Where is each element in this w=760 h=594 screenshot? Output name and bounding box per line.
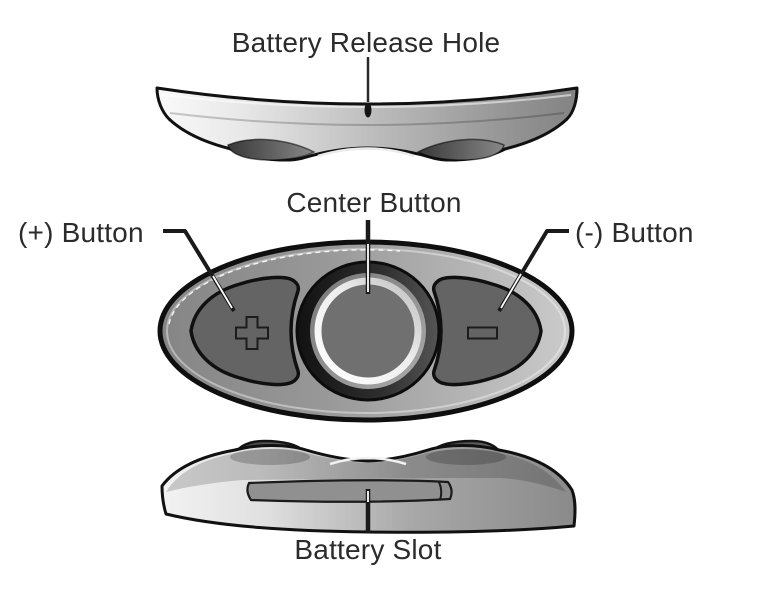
battery-slot — [246, 479, 453, 503]
minus-button-label: (-) Button — [575, 217, 694, 248]
top-cover-illustration — [155, 57, 579, 162]
top-cover-crease — [169, 112, 565, 126]
plus-button-leader-core — [212, 275, 233, 309]
minus-button-leader-core — [500, 273, 522, 309]
battery-slot-label: Battery Slot — [294, 534, 442, 565]
top-cover-arch-highlight — [317, 147, 415, 158]
center-button — [314, 277, 422, 385]
bottom-cover-arch-highlight — [329, 456, 407, 466]
plus-button-label: (+) Button — [18, 217, 144, 248]
minus-icon — [467, 326, 498, 340]
battery-release-hole-label: Battery Release Hole — [231, 27, 501, 58]
top-cover-right-foot — [416, 138, 505, 161]
top-cover-left-foot — [227, 138, 316, 161]
battery-slot-latch-line — [438, 481, 443, 501]
center-button-label: Center Button — [286, 187, 462, 218]
bottom-cover-top-face-shading — [166, 448, 566, 492]
left-bump-shadow — [230, 449, 310, 465]
battery-release-hole — [364, 102, 372, 118]
plus-icon — [235, 316, 269, 350]
control-pad-dashed-highlight — [168, 249, 401, 325]
right-bump-shadow — [426, 449, 506, 465]
control-pad-illustration — [157, 220, 575, 423]
bottom-cover-illustration — [160, 439, 577, 534]
